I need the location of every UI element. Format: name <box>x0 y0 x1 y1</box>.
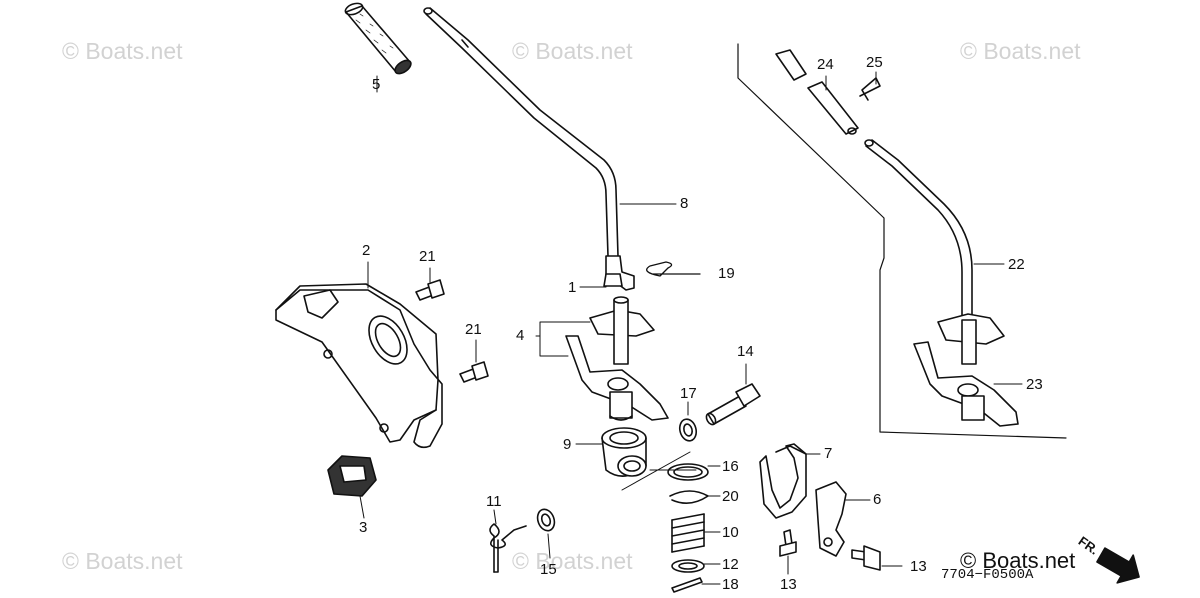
watermark: © Boats.net <box>512 548 633 574</box>
part-2-cover <box>275 283 443 449</box>
callout-23: 23 <box>1026 376 1043 393</box>
callout-8: 8 <box>680 195 689 212</box>
watermark: © Boats.net <box>512 38 633 64</box>
part-4-lever-assembly <box>565 296 669 421</box>
part-22-lever <box>864 139 973 329</box>
callout-24: 24 <box>817 56 834 73</box>
part-9-holder <box>601 427 647 477</box>
callout-20: 20 <box>722 488 739 505</box>
callout-7: 7 <box>824 445 833 462</box>
callout-5: 5 <box>372 76 381 93</box>
callout-3: 3 <box>359 519 368 536</box>
callout-4: 4 <box>516 327 525 344</box>
part-13-bolt <box>851 545 881 571</box>
callout-12: 12 <box>722 556 739 573</box>
part-6-arm <box>815 481 847 557</box>
callout-25: 25 <box>866 54 883 71</box>
part-11-spring <box>489 523 527 573</box>
part-13-bolt <box>779 529 797 557</box>
part-16-washer <box>667 463 709 481</box>
callout-14: 14 <box>737 343 754 360</box>
callout-16: 16 <box>722 458 739 475</box>
callout-9: 9 <box>563 436 572 453</box>
callout-1: 1 <box>568 279 577 296</box>
part-21-screw <box>415 279 445 301</box>
part-21-screw <box>459 361 489 383</box>
part-5-grip <box>344 2 412 75</box>
part-10-spring <box>671 513 705 553</box>
callout-11: 11 <box>486 493 502 510</box>
callout-18: 18 <box>722 576 739 593</box>
brand-watermark: © Boats.net <box>960 548 1076 573</box>
callout-21-upper: 21 <box>419 248 436 265</box>
callout-13-right: 13 <box>910 558 927 575</box>
callout-15: 15 <box>540 561 557 578</box>
part-20-circlip <box>669 490 709 504</box>
watermark: © Boats.net <box>62 38 183 64</box>
part-24-rod-segment <box>775 49 859 135</box>
callout-22: 22 <box>1008 256 1025 273</box>
part-25-clip <box>859 77 881 101</box>
callout-17: 17 <box>680 385 697 402</box>
callout-21-lower: 21 <box>465 321 482 338</box>
callout-2: 2 <box>362 242 371 259</box>
part-3-knob <box>327 455 377 497</box>
front-direction-arrow <box>1096 547 1140 584</box>
part-14-bolt <box>705 383 761 426</box>
part-23-lever-assembly <box>913 313 1019 427</box>
diagram-code: 7704−F0500A <box>941 567 1034 583</box>
callout-6: 6 <box>873 491 882 508</box>
watermark: © Boats.net <box>62 548 183 574</box>
part-8-lever <box>423 7 635 291</box>
part-12-washer <box>671 559 705 573</box>
part-7-guide <box>759 443 807 519</box>
part-18-pin <box>671 577 703 593</box>
inset-frame <box>737 43 1067 439</box>
callout-19: 19 <box>718 265 735 282</box>
watermark: © Boats.net <box>960 38 1081 64</box>
callout-10: 10 <box>722 524 739 541</box>
callout-13-lower: 13 <box>780 576 797 593</box>
